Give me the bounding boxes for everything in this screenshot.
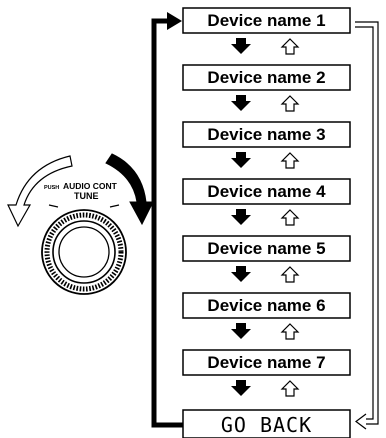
return-bracket-line	[355, 21, 379, 425]
up-arrow-icon	[280, 38, 300, 55]
menu-item-4[interactable]: Device name 4	[182, 178, 351, 205]
return-bracket	[355, 21, 379, 430]
menu-item-box[interactable]	[182, 178, 351, 205]
menu-item-label: Device name 5	[207, 239, 325, 258]
go-back-box[interactable]	[182, 409, 351, 438]
loop-bracket	[151, 12, 183, 428]
up-arrow-icon	[280, 266, 300, 283]
down-arrow-icon	[231, 95, 251, 111]
menu-item-3[interactable]: Device name 3	[182, 121, 351, 148]
knob-tick-right	[109, 204, 120, 208]
loop-bracket-arrow-icon	[167, 12, 182, 30]
knob-center-cap	[58, 226, 110, 278]
menu-item-box[interactable]	[182, 235, 351, 262]
tune-label: TUNE	[74, 191, 99, 201]
menu-item-7[interactable]: Device name 7	[182, 349, 351, 376]
audio-cont-label: AUDIO CONT	[63, 181, 118, 191]
down-arrow-icon	[231, 380, 251, 396]
counterclockwise-arrow-icon	[7, 155, 73, 228]
menu-item-box[interactable]	[182, 292, 351, 319]
menu-item-6[interactable]: Device name 6	[182, 292, 351, 319]
menu-item-label: Device name 2	[207, 68, 325, 87]
menu-item-box[interactable]	[182, 64, 351, 91]
audio-control-knob: PUSH AUDIO CONT TUNE	[7, 153, 154, 295]
menu-item-1[interactable]: Device name 1	[182, 7, 351, 34]
push-label: PUSH	[44, 185, 59, 191]
menu-item-label: Device name 1	[207, 11, 325, 30]
menu-item-box[interactable]	[182, 121, 351, 148]
menu-item-box[interactable]	[182, 349, 351, 376]
down-arrow-icon	[231, 38, 251, 54]
menu-item-label: Device name 7	[207, 353, 325, 372]
up-arrow-icon	[280, 152, 300, 169]
knob-tick-left	[48, 204, 59, 208]
menu-item-label: Device name 6	[207, 296, 325, 315]
knob-knurled-ring	[44, 212, 124, 292]
up-arrow-icon	[280, 323, 300, 340]
up-arrow-icon	[280, 95, 300, 112]
up-arrow-icon	[280, 380, 300, 397]
loop-bracket-line	[151, 18, 183, 428]
go-back-item[interactable]: GO BACK	[182, 409, 351, 438]
down-arrow-icon	[231, 152, 251, 168]
go-back-label: GO BACK	[221, 413, 312, 437]
menu-item-5[interactable]: Device name 5	[182, 235, 351, 262]
down-arrow-icon	[231, 209, 251, 225]
menu-stack: Device name 1 Device name 2 Device name 3 D…	[182, 7, 351, 397]
return-bracket-arrow-icon	[355, 413, 367, 430]
return-bracket-inner-line	[355, 26, 374, 420]
down-arrow-icon	[231, 323, 251, 339]
menu-item-label: Device name 4	[207, 182, 326, 201]
menu-item-2[interactable]: Device name 2	[182, 64, 351, 91]
clockwise-arrow-icon	[105, 153, 154, 226]
menu-item-box[interactable]	[182, 7, 351, 34]
down-arrow-icon	[231, 266, 251, 282]
menu-item-label: Device name 3	[207, 125, 325, 144]
up-arrow-icon	[280, 209, 300, 226]
